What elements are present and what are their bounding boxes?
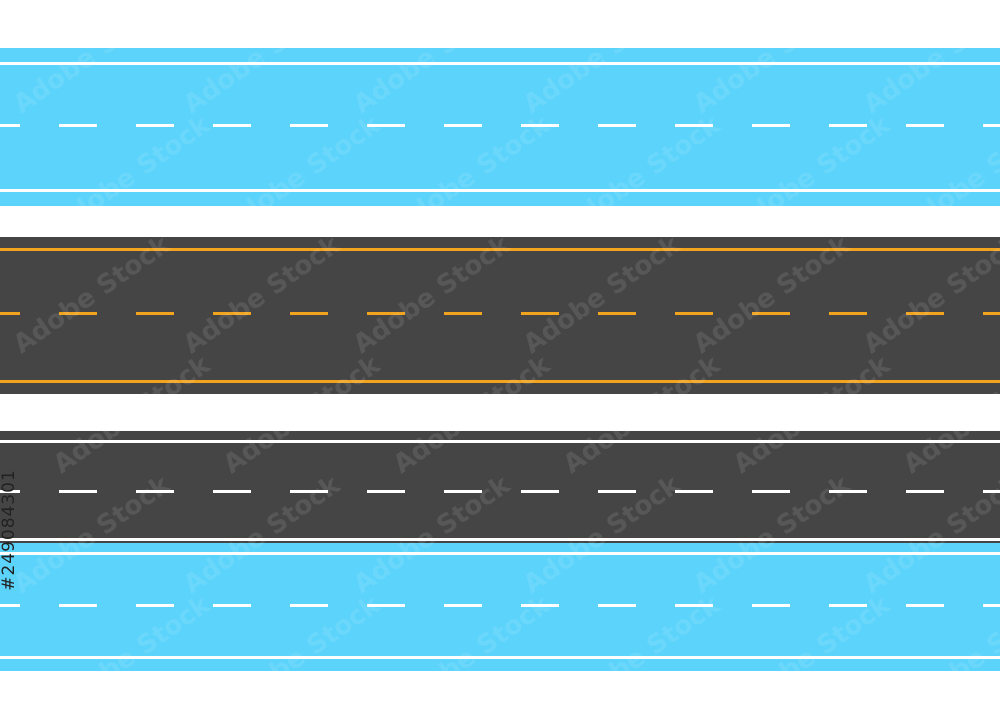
edge-line-bottom bbox=[0, 538, 1000, 541]
lane-dash bbox=[752, 490, 790, 493]
lane-dash bbox=[0, 490, 20, 493]
edge-line-bottom bbox=[0, 656, 1000, 659]
lane-dash bbox=[0, 604, 20, 607]
lane-dash bbox=[290, 312, 328, 315]
lane-dash bbox=[367, 124, 405, 127]
edge-line-top bbox=[0, 248, 1000, 251]
lane-dash bbox=[444, 490, 482, 493]
lane-dash bbox=[213, 604, 251, 607]
lane-dash bbox=[59, 312, 97, 315]
lane-dash bbox=[59, 490, 97, 493]
edge-line-top bbox=[0, 440, 1000, 443]
lane-dash bbox=[983, 490, 1000, 493]
lane-dash bbox=[521, 490, 559, 493]
lane-dash bbox=[906, 124, 944, 127]
lane-dash bbox=[752, 312, 790, 315]
lane-dash bbox=[444, 124, 482, 127]
lane-dash bbox=[829, 604, 867, 607]
lane-dash bbox=[367, 490, 405, 493]
lane-dash bbox=[521, 124, 559, 127]
lane-dash bbox=[0, 312, 20, 315]
lane-dash bbox=[752, 604, 790, 607]
lane-dash bbox=[444, 312, 482, 315]
lane-dash bbox=[367, 312, 405, 315]
edge-line-top bbox=[0, 62, 1000, 65]
lane-dash bbox=[0, 124, 20, 127]
edge-line-bottom bbox=[0, 189, 1000, 192]
lane-dash bbox=[136, 490, 174, 493]
lane-dash bbox=[59, 124, 97, 127]
lane-dash bbox=[521, 604, 559, 607]
lane-dash bbox=[983, 312, 1000, 315]
lane-dash bbox=[675, 490, 713, 493]
lane-dash bbox=[444, 604, 482, 607]
blue-road-top bbox=[0, 48, 1000, 206]
lane-dash bbox=[136, 124, 174, 127]
lane-dash bbox=[906, 604, 944, 607]
lane-dash bbox=[290, 124, 328, 127]
lane-dash bbox=[213, 124, 251, 127]
lane-dash bbox=[59, 604, 97, 607]
lane-dash bbox=[598, 312, 636, 315]
lane-dash bbox=[983, 604, 1000, 607]
lane-dash bbox=[213, 312, 251, 315]
lane-dash bbox=[598, 490, 636, 493]
lane-dash bbox=[906, 490, 944, 493]
lane-dash bbox=[675, 604, 713, 607]
watermark-id: #249084301 bbox=[0, 469, 19, 591]
lane-dash bbox=[367, 604, 405, 607]
lane-dash bbox=[983, 124, 1000, 127]
lane-dash bbox=[290, 490, 328, 493]
edge-line-top bbox=[0, 552, 1000, 555]
blue-road-bottom bbox=[0, 543, 1000, 671]
lane-dash bbox=[213, 490, 251, 493]
lane-dash bbox=[829, 312, 867, 315]
lane-dash bbox=[136, 604, 174, 607]
asphalt-road-yellow bbox=[0, 237, 1000, 394]
lane-dash bbox=[598, 604, 636, 607]
lane-dash bbox=[675, 312, 713, 315]
lane-dash bbox=[829, 124, 867, 127]
lane-dash bbox=[675, 124, 713, 127]
lane-dash bbox=[290, 604, 328, 607]
asphalt-road-white bbox=[0, 431, 1000, 543]
lane-dash bbox=[829, 490, 867, 493]
lane-dash bbox=[906, 312, 944, 315]
lane-dash bbox=[598, 124, 636, 127]
lane-dash bbox=[521, 312, 559, 315]
lane-dash bbox=[136, 312, 174, 315]
edge-line-bottom bbox=[0, 380, 1000, 383]
lane-dash bbox=[752, 124, 790, 127]
